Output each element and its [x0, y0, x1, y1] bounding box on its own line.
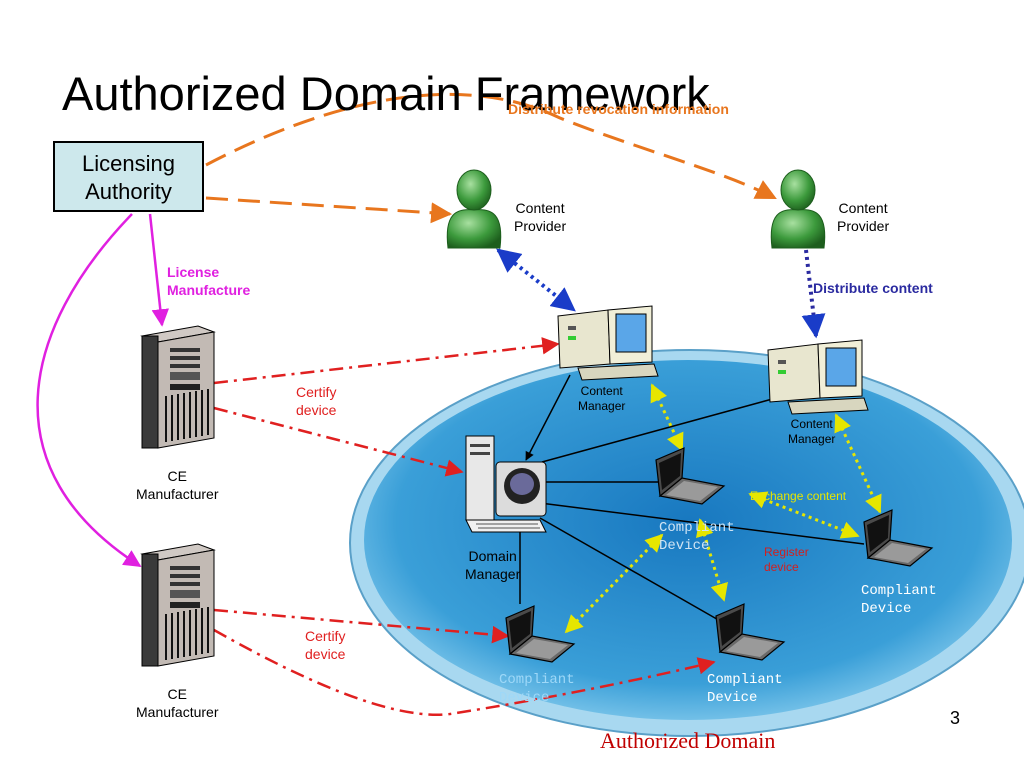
certify-label-1-line1: Certify	[296, 384, 337, 400]
license-manufacture-label: License Manufacture	[167, 263, 250, 299]
domain-manager-line2: Manager	[465, 566, 521, 582]
content-provider-1-line2: Provider	[514, 218, 567, 234]
license-manufacture-line1: License	[167, 264, 220, 280]
certify-line-1a	[213, 337, 560, 385]
register-device-line1: Register	[764, 545, 809, 559]
license-manufacture-line2: Manufacture	[167, 282, 251, 298]
license-line-to-ce-1	[148, 213, 170, 327]
revocation-line-to-provider-1	[205, 196, 453, 224]
certify-device-label-2: Certify device	[305, 627, 345, 663]
content-manager-2-label: Content Manager	[788, 417, 835, 447]
content-provider-2-label: Content Provider	[837, 199, 889, 235]
ce-manufacturer-2-line1: CE	[167, 686, 187, 702]
certify-label-2-line2: device	[305, 646, 346, 662]
register-device-line2: device	[764, 560, 799, 574]
distribute-line-1	[496, 248, 576, 312]
exchange-content-label: Exchange content	[750, 489, 847, 503]
compliant-device-3-line1: Compliant	[499, 672, 575, 688]
distribute-content-label: Distribute content	[813, 280, 933, 296]
revocation-label: Distribute revocation information	[508, 101, 729, 117]
ce-manufacturer-2-line2: Manufacturer	[136, 704, 219, 720]
certify-device-label-1: Certify device	[296, 383, 336, 419]
compliant-device-1-line1: Compliant	[659, 520, 735, 536]
revocation-line-to-provider-2	[205, 92, 777, 200]
content-provider-2-icon	[770, 169, 826, 249]
certify-line-2a	[213, 608, 510, 644]
ce-manufacturer-2-label: CE Manufacturer	[136, 685, 218, 721]
compliant-device-4-label: Compliant Device	[707, 671, 783, 707]
content-provider-2-line2: Provider	[837, 218, 890, 234]
certify-line-1b	[213, 406, 464, 477]
licensing-authority-box: Licensing Authority	[53, 141, 204, 212]
ce-manufacturer-2-icon	[141, 543, 215, 667]
distribute-line-2	[801, 249, 826, 339]
page-number: 3	[950, 708, 961, 728]
register-device-label: Register device	[764, 545, 809, 575]
content-manager-1-line2: Manager	[578, 399, 626, 413]
domain-manager-icon	[465, 435, 547, 533]
compliant-device-2-line1: Compliant	[861, 583, 937, 599]
licensing-authority-line2: Authority	[85, 179, 172, 204]
certify-label-2-line1: Certify	[305, 628, 346, 644]
ce-manufacturer-1-line2: Manufacturer	[136, 486, 219, 502]
domain-manager-label: Domain Manager	[465, 547, 520, 583]
exchange-lines	[564, 383, 882, 634]
compliant-device-3-label: Compliant Device	[499, 671, 575, 707]
ce-manufacturer-1-label: CE Manufacturer	[136, 467, 218, 503]
certify-label-1-line2: device	[296, 402, 337, 418]
content-manager-2-line2: Manager	[788, 432, 836, 446]
content-manager-2-line1: Content	[790, 417, 833, 431]
content-manager-1-line1: Content	[580, 384, 623, 398]
content-provider-1-line1: Content	[515, 200, 565, 216]
content-provider-1-icon	[446, 169, 502, 249]
compliant-device-3-line2: Device	[499, 690, 550, 706]
compliant-device-2-label: Compliant Device	[861, 582, 937, 618]
ce-manufacturer-1-icon	[141, 325, 215, 449]
content-provider-1-label: Content Provider	[514, 199, 566, 235]
slide-title: Authorized Domain Framework	[62, 67, 710, 120]
certify-line-2b	[213, 628, 716, 716]
ce-manufacturer-1-line1: CE	[167, 468, 187, 484]
compliant-device-1-line2: Device	[659, 538, 710, 554]
compliant-device-2-line2: Device	[861, 601, 912, 617]
content-provider-2-line1: Content	[838, 200, 888, 216]
compliant-device-4-line2: Device	[707, 690, 758, 706]
authorized-domain-caption: Authorized Domain	[600, 728, 776, 753]
license-line-to-ce-2	[36, 213, 142, 568]
content-manager-1-label: Content Manager	[578, 384, 625, 414]
compliant-device-1-label: Compliant Device	[659, 519, 735, 555]
compliant-device-4-line1: Compliant	[707, 672, 783, 688]
licensing-authority-line1: Licensing	[82, 151, 175, 176]
domain-manager-line1: Domain	[468, 548, 517, 564]
